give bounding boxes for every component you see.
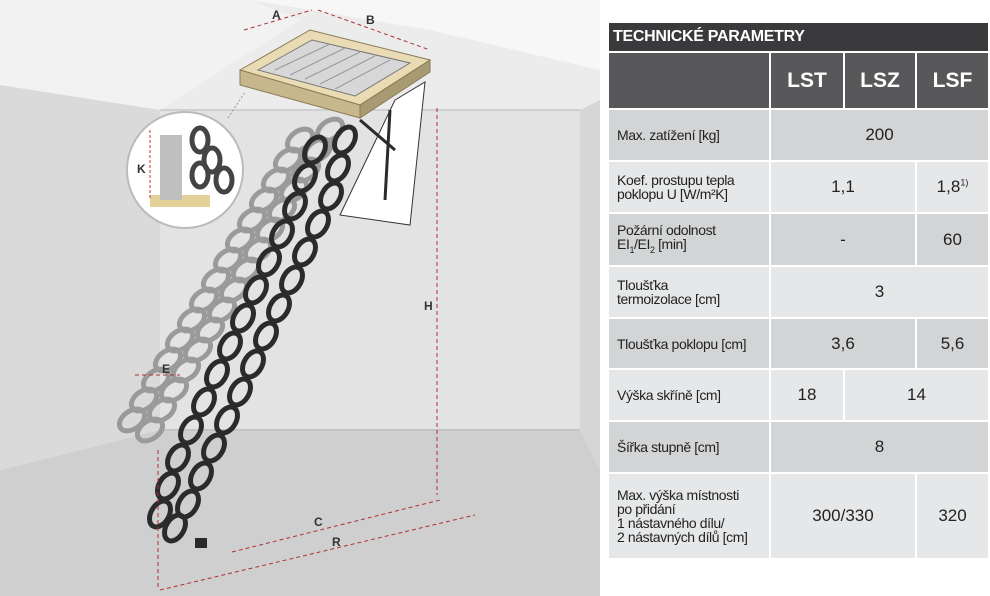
table-title: TECHNICKÉ PARAMETRY (609, 23, 990, 53)
dimension-label-h: H (424, 299, 433, 313)
table-row: Tloušťka poklopu [cm] 3,6 5,6 (609, 319, 990, 370)
floor (0, 430, 600, 596)
row-label-max-load: Max. zatížení [kg] (609, 110, 771, 162)
value-hatch-thickness-lst-lsz: 3,6 (771, 319, 917, 370)
value-box-height-lst: 18 (771, 370, 845, 422)
value-hatch-thickness-lsf: 5,6 (917, 319, 990, 370)
table-title-row: TECHNICKÉ PARAMETRY (609, 23, 990, 53)
dimension-lines (135, 9, 476, 591)
value-box-height-lsz-lsf: 14 (845, 370, 990, 422)
left-wall (0, 85, 160, 470)
table-row: Max. zatížení [kg] 200 (609, 110, 990, 162)
dimension-label-r: R (332, 535, 341, 549)
dimension-label-a: A (272, 8, 281, 22)
hatch-box (238, 29, 432, 226)
ceiling-right (250, 0, 600, 70)
table-row: Šířka stupně [cm] 8 (609, 422, 990, 474)
value-heat-transfer-lsf: 1,81) (917, 162, 990, 214)
column-header-lsf: LSF (917, 53, 990, 110)
detail-circle (126, 91, 246, 229)
right-wall (580, 100, 600, 470)
dimension-label-c: C (314, 515, 323, 529)
value-fire-resistance-lsf: 60 (917, 214, 990, 267)
table-header-row: LST LSZ LSF (609, 53, 990, 110)
dimension-label-e: E (162, 362, 170, 376)
dimension-label-b: B (366, 13, 375, 27)
value-step-width: 8 (771, 422, 990, 474)
table-row: Výška skříně [cm] 18 14 (609, 370, 990, 422)
row-label-step-width: Šířka stupně [cm] (609, 422, 771, 474)
value-insulation-thickness: 3 (771, 267, 990, 319)
dimension-label-k: K (137, 162, 146, 176)
row-label-hatch-thickness: Tloušťka poklopu [cm] (609, 319, 771, 370)
row-label-box-height: Výška skříně [cm] (609, 370, 771, 422)
ceiling-left (0, 0, 300, 110)
value-fire-resistance-lst-lsz: - (771, 214, 917, 267)
footnote-marker: 1) (960, 177, 969, 188)
attic-stairs-drawing: A B K H E C R (0, 0, 600, 596)
value-max-room-height-lst-lsz: 300/330 (771, 474, 917, 560)
extended-stair (147, 109, 396, 548)
technical-parameters-table: TECHNICKÉ PARAMETRY LST LSZ LSF Max. zat… (609, 23, 990, 560)
header-blank-cell (609, 53, 771, 110)
value-max-load: 200 (771, 110, 990, 162)
column-header-lsz: LSZ (845, 53, 917, 110)
value-max-room-height-lsf: 320 (917, 474, 990, 560)
column-header-lst: LST (771, 53, 845, 110)
value-heat-transfer-lst-lsz: 1,1 (771, 162, 917, 214)
stair-illustration: A B K H E C R (0, 0, 600, 596)
